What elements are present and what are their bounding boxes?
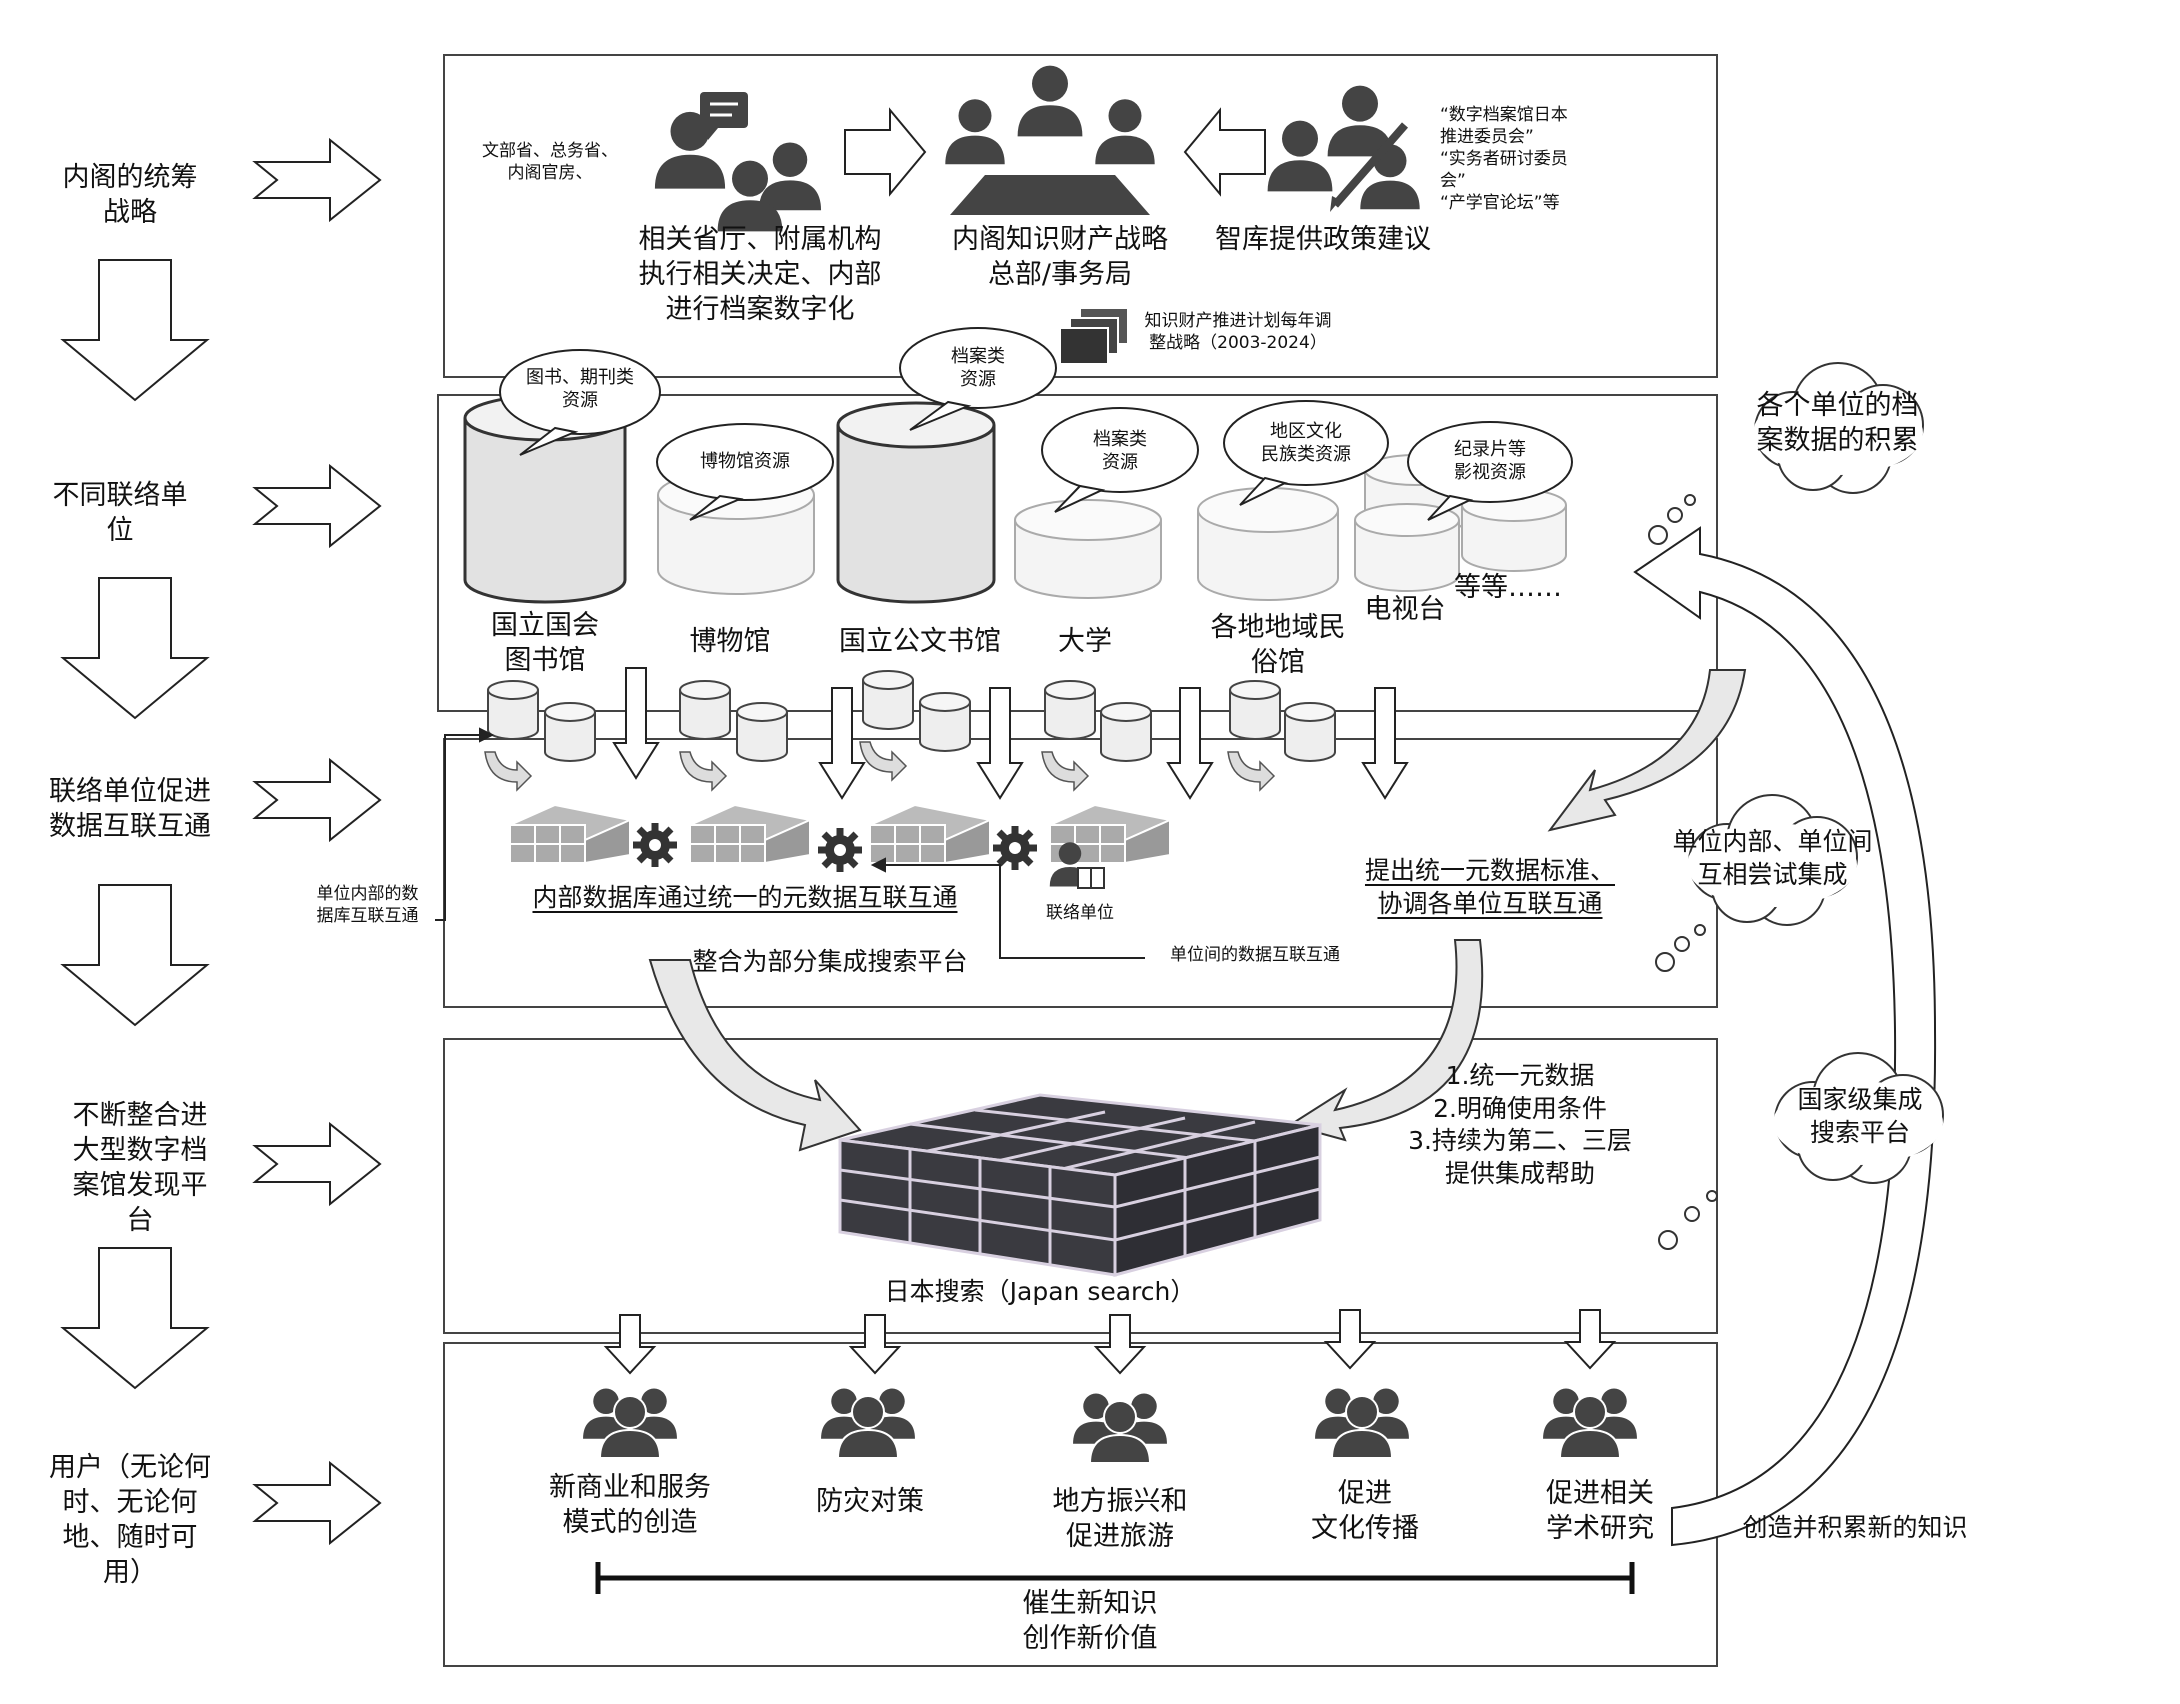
cloud-national-text: 国家级集成 搜索平台 xyxy=(1797,1085,1923,1147)
documents-icon xyxy=(1059,307,1129,365)
unit-museum: 博物馆 xyxy=(689,626,771,657)
bubble-archives-2-text: 档案类 资源 xyxy=(1093,429,1147,474)
unit-tv: 电视台 xyxy=(1364,594,1446,625)
cloud-trail-3 xyxy=(1658,1190,1718,1250)
bubble-archives-1-text: 档案类 资源 xyxy=(951,346,1005,391)
bubble-archives-1 xyxy=(899,327,1057,431)
unit-etc: 等等…… xyxy=(1454,572,1562,603)
left-step-units: 不同联络单 位 xyxy=(52,480,188,547)
folk-museum-cylinder xyxy=(1197,487,1339,601)
outcome-regional: 地方振兴和 促进旅游 xyxy=(1052,1486,1188,1553)
liaison-icon xyxy=(1049,842,1105,889)
internal-main-label: 内部数据库通过统一的元数据互联互通 xyxy=(532,883,958,912)
cloud-integration-text: 单位内部、单位间 互相尝试集成 xyxy=(1672,827,1873,889)
japan-search-grid xyxy=(838,1093,1322,1277)
outcome-people-icons xyxy=(583,1389,1637,1463)
feedback-label: 创造并积累新的知识 xyxy=(1742,1513,1968,1542)
thinktank-label: 智库提供政策建议 xyxy=(1215,224,1431,255)
left-step-connect: 联络单位促进 数据互联互通 xyxy=(49,776,211,843)
bubble-folk xyxy=(1223,400,1389,506)
cloud-trail-2 xyxy=(1655,924,1706,972)
curve-arrow-cloud xyxy=(1547,669,1747,832)
internal-connector xyxy=(435,727,495,921)
cloud-trail-1 xyxy=(1648,494,1696,545)
outcome-research: 促进相关 学术研究 xyxy=(1546,1478,1654,1545)
curve-arrow-right xyxy=(1287,939,1484,1142)
outcome-down-arrows xyxy=(605,1309,1615,1374)
curved-arrows xyxy=(484,741,1276,792)
ministries-label: 相关省厅、附属机构 执行相关决定、内部 进行档案数字化 xyxy=(638,224,882,326)
small-cylinders xyxy=(487,670,1336,762)
tv-cylinders xyxy=(1354,454,1567,592)
bubble-museum-text: 博物馆资源 xyxy=(700,451,790,472)
archives-cylinder xyxy=(836,401,996,604)
unit-archives: 国立公文书馆 xyxy=(839,626,1001,657)
partial-platform-label: 整合为部分集成搜索平台 xyxy=(692,947,968,976)
arrow-from-thinktank xyxy=(1183,107,1266,197)
curve-arrow-left xyxy=(648,959,862,1152)
between-label: 单位间的数据互联互通 xyxy=(1170,945,1340,965)
bubble-archives-2 xyxy=(1041,407,1199,513)
value-bracket xyxy=(595,1562,1635,1594)
unit-folk: 各地地域民 俗馆 xyxy=(1210,612,1346,679)
bubble-folk-text: 地区文化 民族类资源 xyxy=(1261,421,1351,466)
platform-name: 日本搜索（Japan search） xyxy=(884,1277,1196,1306)
left-step-cabinet: 内阁的统筹 战略 xyxy=(62,162,198,229)
liaison-label: 联络单位 xyxy=(1046,903,1114,923)
platform-points: 1.统一元数据 2.明确使用条件 3.持续为第二、三层 提供集成帮助 xyxy=(1408,1061,1632,1188)
standard-label: 提出统一元数据标准、 协调各单位互联互通 xyxy=(1364,856,1615,918)
feedback-arrow xyxy=(1633,526,1937,1547)
bubble-museum xyxy=(656,423,834,521)
left-right-arrows xyxy=(254,139,381,1544)
internal-note: 单位内部的数 据库互联互通 xyxy=(316,884,419,927)
bubble-books xyxy=(499,349,661,456)
outcome-business: 新商业和服务 模式的创造 xyxy=(549,1472,711,1539)
unit-university: 大学 xyxy=(1058,626,1112,657)
ministry-people-icon xyxy=(654,92,822,232)
unit-ndl: 国立国会 图书馆 xyxy=(491,610,599,677)
thinktank-people-icon xyxy=(1267,85,1420,212)
ministries-small: 文部省、总务省、 内阁官房、 xyxy=(482,141,618,184)
committees-label: “数字档案馆日本 推进委员会” “实务者研讨委员 会” “产学官论坛”等 xyxy=(1440,105,1568,214)
hq-label: 内阁知识财产战略 总部/事务局 xyxy=(952,224,1168,291)
bubble-tv-text: 纪录片等 影视资源 xyxy=(1454,439,1526,484)
between-connector xyxy=(870,857,1145,959)
bubble-tv xyxy=(1407,421,1573,521)
plan-label: 知识财产推进计划每年调 整战略（2003-2024） xyxy=(1144,311,1332,354)
meeting-icon xyxy=(945,65,1155,215)
cloud-accumulation-text: 各个单位的档 案数据的积累 xyxy=(1756,390,1919,457)
outcome-culture: 促进 文化传播 xyxy=(1311,1478,1419,1545)
bubble-books-text: 图书、期刊类 资源 xyxy=(526,367,634,412)
value-label: 催生新知识 创作新价值 xyxy=(1022,1588,1158,1655)
left-step-users: 用户（无论何 时、无论何 地、随时可 用） xyxy=(49,1452,211,1589)
left-step-integrate: 不断整合进 大型数字档 案馆发现平 台 xyxy=(72,1100,208,1237)
university-cylinder xyxy=(1014,499,1162,599)
outcome-disaster: 防灾对策 xyxy=(816,1486,924,1517)
arrow-to-hq xyxy=(844,107,927,197)
